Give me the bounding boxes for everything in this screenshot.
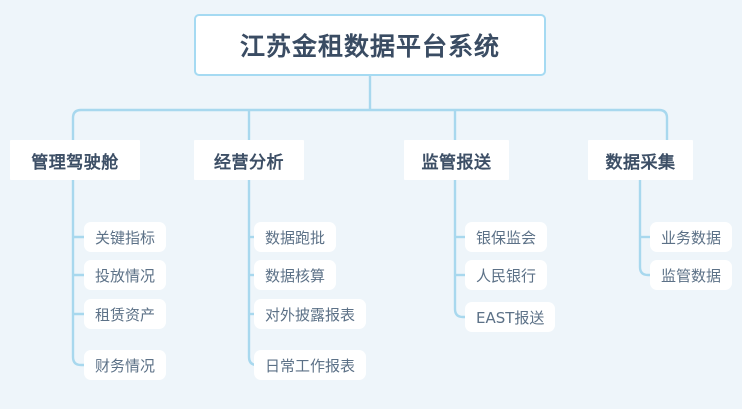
leaf-node[interactable]: 数据核算 bbox=[254, 260, 337, 290]
branch-node-data-collection[interactable]: 数据采集 bbox=[588, 140, 693, 180]
leaf-node[interactable]: 银保监会 bbox=[465, 222, 548, 252]
leaf-node[interactable]: 数据跑批 bbox=[254, 222, 337, 252]
leaf-node[interactable]: EAST报送 bbox=[465, 302, 556, 332]
leaf-node[interactable]: 业务数据 bbox=[650, 222, 733, 252]
level2-bus bbox=[71, 108, 669, 140]
leaf-node[interactable]: 财务情况 bbox=[84, 350, 167, 380]
branch-node-business-analysis[interactable]: 经营分析 bbox=[194, 140, 304, 180]
leaf-node[interactable]: 关键指标 bbox=[84, 222, 167, 252]
root-node[interactable]: 江苏金租数据平台系统 bbox=[194, 14, 546, 76]
branch-node-management-cockpit[interactable]: 管理驾驶舱 bbox=[10, 140, 140, 180]
leaf-node[interactable]: 租赁资产 bbox=[84, 299, 167, 329]
leaf-node[interactable]: 对外披露报表 bbox=[254, 299, 367, 329]
leaf-node[interactable]: 人民银行 bbox=[465, 260, 548, 290]
leaf-node[interactable]: 投放情况 bbox=[84, 260, 167, 290]
leaf-node[interactable]: 日常工作报表 bbox=[254, 350, 367, 380]
branch-node-regulatory-reporting[interactable]: 监管报送 bbox=[404, 140, 509, 180]
leaf-node[interactable]: 监管数据 bbox=[650, 260, 733, 290]
